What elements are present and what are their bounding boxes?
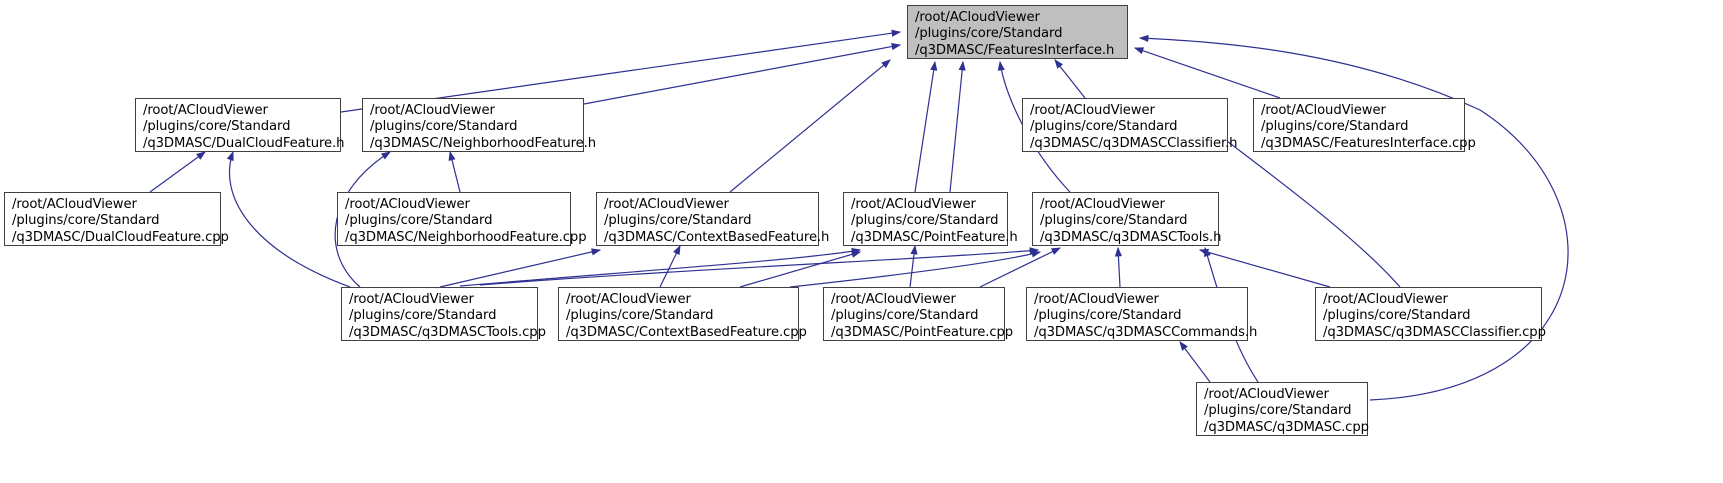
graph-edge-q3dmasctools-cpp-to-q3dmasctools-h [479,247,1040,286]
graph-node-line: /root/ACloudViewer [915,10,1040,25]
graph-edge-pointfeature-h-to-features-interface-h [949,60,966,193]
graph-edge-pointfeature-h-to-features-interface-h [914,60,938,193]
graph-node-line: /root/ACloudViewer [1204,387,1329,402]
graph-node-line: /q3DMASC/q3DMASCClassifier.cpp [1323,324,1546,340]
graph-edge-contextbasedfeature-h-to-features-interface-h [729,59,891,193]
graph-edge-q3dmasccommands-h-to-q3dmasctools-h [1114,246,1123,288]
graph-node-line: /plugins/core/Standard [831,308,979,324]
graph-node-neighborhoodfeature-cpp[interactable]: /root/ACloudViewer/plugins/core/Standard… [337,192,587,246]
graph-node-line: /root/ACloudViewer [370,103,495,118]
graph-node-line: /plugins/core/Standard [1034,308,1182,324]
graph-node-line: /q3DMASC/q3DMASCCommands.h [1034,324,1258,340]
graph-node-line: /plugins/core/Standard [604,213,752,229]
graph-node-line: /plugins/core/Standard [915,26,1063,42]
graph-edge-contextbasedfeature-cpp-to-contextbasedfeature-h [659,244,681,288]
graph-node-line: /q3DMASC/DualCloudFeature.cpp [12,229,229,245]
graph-edge-q3dmasctools-cpp-to-pointfeature-h [459,247,862,287]
graph-node-line: /plugins/core/Standard [1204,403,1352,419]
graph-edge-neighborhoodfeature-h-to-features-interface-h [583,43,902,105]
graph-node-line: /q3DMASC/ContextBasedFeature.cpp [566,324,807,340]
graph-node-line: /plugins/core/Standard [1323,308,1471,324]
graph-edge-neighborhoodfeature-cpp-to-neighborhoodfeature-h [448,150,461,193]
graph-edge-q3dmascclassifier-h-to-features-interface-h [1054,59,1086,99]
graph-edge-pointfeature-cpp-to-pointfeature-h [909,244,918,288]
graph-edge-q3dmasc-cpp-to-q3dmasccommands-h [1179,341,1211,383]
graph-edge-q3dmascclassifier-cpp-to-q3dmasctools-h [1198,248,1331,288]
graph-node-line: /plugins/core/Standard [143,119,291,135]
graph-node-line: /root/ACloudViewer [831,292,956,307]
graph-node-line: /plugins/core/Standard [1030,119,1178,135]
graph-node-line: /root/ACloudViewer [604,197,729,212]
graph-node-line: /root/ACloudViewer [1040,197,1165,212]
graph-node-line: /q3DMASC/DualCloudFeature.h [143,135,345,151]
graph-edge-featuresinterface-cpp-to-features-interface-h [1133,47,1281,99]
graph-node-neighborhoodfeature-h[interactable]: /root/ACloudViewer/plugins/core/Standard… [362,98,597,152]
graph-node-line: /q3DMASC/q3DMASCTools.h [1040,229,1222,245]
graph-node-line: /root/ACloudViewer [1034,292,1159,307]
graph-node-line: /root/ACloudViewer [12,197,137,212]
graph-node-line: /root/ACloudViewer [851,197,976,212]
graph-node-line: /q3DMASC/q3DMASCTools.cpp [349,324,546,340]
graph-node-q3dmasctools-cpp[interactable]: /root/ACloudViewer/plugins/core/Standard… [341,287,546,341]
graph-node-line: /q3DMASC/FeaturesInterface.h [915,42,1115,58]
graph-node-pointfeature-cpp[interactable]: /root/ACloudViewer/plugins/core/Standard… [823,287,1014,341]
graph-node-contextbasedfeature-cpp[interactable]: /root/ACloudViewer/plugins/core/Standard… [558,287,807,341]
graph-node-line: /plugins/core/Standard [370,119,518,135]
graph-node-features-interface-h[interactable]: /root/ACloudViewer/plugins/core/Standard… [907,5,1128,59]
graph-node-line: /root/ACloudViewer [1261,103,1386,118]
graph-node-line: /q3DMASC/PointFeature.cpp [831,324,1014,340]
graph-node-line: /root/ACloudViewer [566,292,691,307]
graph-node-q3dmasccommands-h[interactable]: /root/ACloudViewer/plugins/core/Standard… [1026,287,1258,341]
graph-node-contextbasedfeature-h[interactable]: /root/ACloudViewer/plugins/core/Standard… [596,192,830,246]
graph-node-q3dmasc-cpp[interactable]: /root/ACloudViewer/plugins/core/Standard… [1196,382,1369,436]
graph-node-line: /q3DMASC/NeighborhoodFeature.cpp [345,229,587,245]
graph-node-line: /plugins/core/Standard [566,308,714,324]
graph-node-line: /plugins/core/Standard [12,213,160,229]
graph-edge-q3dmasctools-cpp-to-contextbasedfeature-h [439,248,602,288]
graph-node-dualcloudfeature-h[interactable]: /root/ACloudViewer/plugins/core/Standard… [135,98,345,152]
graph-node-featuresinterface-cpp[interactable]: /root/ACloudViewer/plugins/core/Standard… [1253,98,1476,152]
graph-node-line: /root/ACloudViewer [1030,103,1155,118]
graph-node-line: /q3DMASC/FeaturesInterface.cpp [1261,135,1476,151]
graph-node-pointfeature-h[interactable]: /root/ACloudViewer/plugins/core/Standard… [843,192,1018,246]
graph-node-line: /root/ACloudViewer [1323,292,1448,307]
graph-node-line: /q3DMASC/q3DMASC.cpp [1204,419,1369,435]
graph-node-q3dmascclassifier-h[interactable]: /root/ACloudViewer/plugins/core/Standard… [1022,98,1238,152]
graph-edge-pointfeature-cpp-to-q3dmasctools-h [979,247,1062,288]
graph-node-line: /plugins/core/Standard [1040,213,1188,229]
graph-node-line: /root/ACloudViewer [349,292,474,307]
graph-edge-contextbasedfeature-cpp-to-q3dmasctools-h [789,250,1042,288]
graph-node-line: /plugins/core/Standard [345,213,493,229]
graph-node-dualcloudfeature-cpp[interactable]: /root/ACloudViewer/plugins/core/Standard… [4,192,229,246]
graph-node-line: /plugins/core/Standard [349,308,497,324]
graph-node-line: /q3DMASC/PointFeature.h [851,229,1018,245]
graph-node-q3dmascclassifier-cpp[interactable]: /root/ACloudViewer/plugins/core/Standard… [1315,287,1546,341]
graph-edge-contextbasedfeature-cpp-to-pointfeature-h [739,250,862,288]
graph-node-line: /plugins/core/Standard [851,213,999,229]
graph-node-line: /q3DMASC/ContextBasedFeature.h [604,229,830,245]
graph-node-q3dmasctools-h[interactable]: /root/ACloudViewer/plugins/core/Standard… [1032,192,1222,246]
graph-edge-dualcloudfeature-cpp-to-dualcloudfeature-h [149,151,206,193]
graph-edge-q3dmasctools-cpp-to-dualcloudfeature-h [226,150,351,288]
graph-node-line: /plugins/core/Standard [1261,119,1409,135]
graph-node-line: /q3DMASC/q3DMASCClassifier.h [1030,135,1238,151]
graph-node-line: /q3DMASC/NeighborhoodFeature.h [370,135,597,151]
graph-node-line: /root/ACloudViewer [345,197,470,212]
graph-node-line: /root/ACloudViewer [143,103,268,118]
